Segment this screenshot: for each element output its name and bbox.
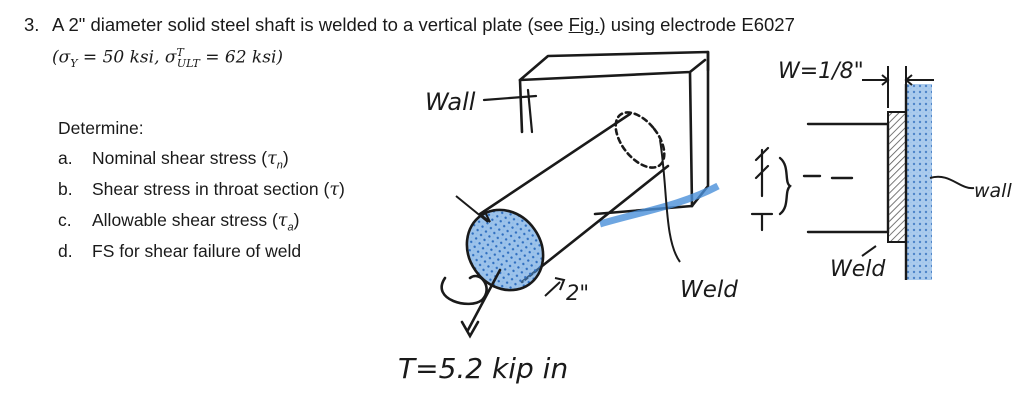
wall-leader <box>482 88 538 134</box>
fig-link[interactable]: Fig. <box>568 14 600 35</box>
section-wall <box>906 84 932 280</box>
part-letter: c. <box>58 210 72 230</box>
part-close: ) <box>293 210 300 230</box>
part-b: b. Shear stress in throat section (τ) <box>58 179 345 210</box>
weld-leader <box>659 139 681 263</box>
part-text: Allowable shear stress ( <box>92 210 278 230</box>
shaft-end-face <box>465 208 545 292</box>
part-text: Nominal shear stress ( <box>92 148 268 168</box>
parts-list: a.Nominal shear stress (τn) b.Shear stre… <box>58 148 345 272</box>
section-wall-leader <box>929 175 975 190</box>
part-letter: d. <box>58 241 73 261</box>
sigma-ult-sub: ULT <box>176 57 200 71</box>
sigma-y-symbol: σ <box>58 47 71 68</box>
part-symbol: τ <box>329 180 340 200</box>
sigma-ult-sup: T <box>176 46 184 59</box>
sigma-ult-symbol: σ <box>164 47 177 68</box>
weld-pointer-arrow <box>455 195 491 223</box>
section-view <box>778 122 890 234</box>
torque-label: T=5.2 kip in <box>398 352 568 385</box>
base-weld-fillet <box>598 182 720 228</box>
part-symbol: τ <box>267 149 277 169</box>
part-text: Shear stress in throat section ( <box>92 179 330 199</box>
part-text: FS for shear failure of weld <box>92 241 302 261</box>
part-close: ) <box>339 179 345 199</box>
part-a: a. Nominal shear stress (τn) <box>58 148 345 179</box>
part-sub: n <box>276 159 283 172</box>
torque-arrow <box>440 268 502 339</box>
sigma-ult-value: = 62 ksi) <box>199 47 284 68</box>
weld-label: Weld <box>680 277 738 303</box>
section-wall-label: wall <box>974 180 1012 202</box>
paren-open: ( <box>52 47 59 68</box>
weld-size-dim <box>862 66 934 108</box>
part-close: ) <box>282 148 289 168</box>
weld-size-label: W=1/8" <box>778 59 864 84</box>
section-weld-label: Weld <box>830 257 886 282</box>
section-weld-leader <box>861 245 877 257</box>
diameter-label: 2" <box>566 281 589 305</box>
section-marker <box>750 146 774 232</box>
part-c: c. Allowable shear stress (τa) <box>58 210 345 241</box>
part-d: d. FS for shear failure of weld <box>58 241 345 272</box>
part-letter: a. <box>58 148 73 168</box>
shaft <box>478 111 670 284</box>
statement-text-1: A 2" diameter solid steel shaft is welde… <box>52 14 569 35</box>
diameter-arrow <box>544 277 566 297</box>
wall-label: Wall <box>425 88 476 116</box>
part-sub: a <box>287 221 294 234</box>
sigma-y-value: = 50 ksi, <box>77 47 165 68</box>
section-weld-hatch <box>887 111 907 243</box>
problem-statement: 3. A 2" diameter solid steel shaft is wel… <box>24 14 795 36</box>
statement-text-2: ) using electrode E6027 <box>599 14 795 35</box>
sigma-y-sub: Y <box>70 57 78 71</box>
part-symbol: τ <box>277 211 288 231</box>
given-properties: (σY = 50 ksi, σTULT = 62 ksi) <box>52 46 283 70</box>
part-letter: b. <box>58 179 73 199</box>
wall-plate <box>518 50 710 216</box>
problem-number: 3. <box>24 14 40 35</box>
determine-label: Determine: <box>58 118 144 138</box>
